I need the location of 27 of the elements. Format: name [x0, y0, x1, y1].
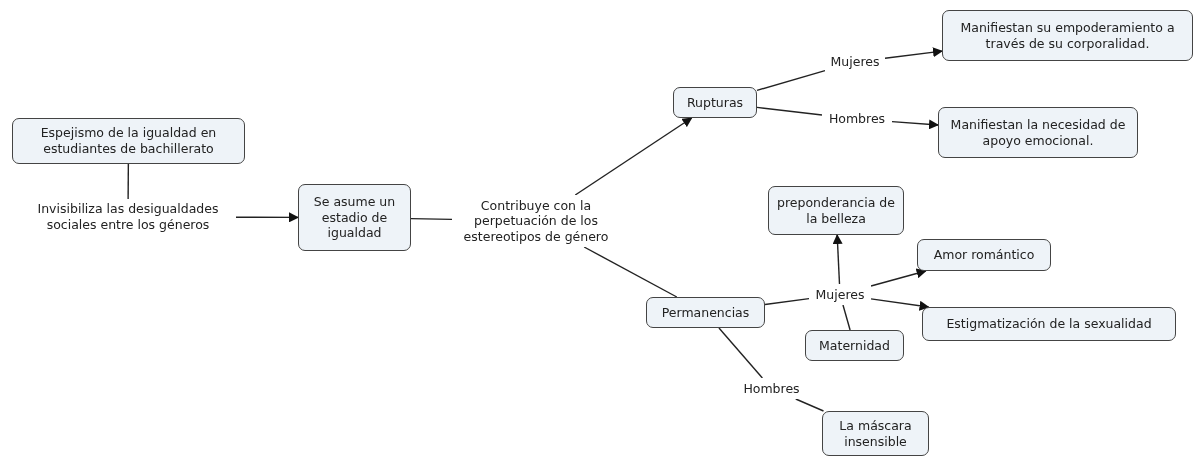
- arrow: [574, 117, 693, 196]
- concept-box: Rupturas: [673, 87, 757, 118]
- concept-box: La máscara insensible: [822, 411, 929, 456]
- concept-box: Amor romántico: [917, 239, 1051, 271]
- connector-line: [795, 398, 825, 412]
- connector-line: [764, 297, 810, 306]
- concept-box: Espejismo de la igualdad en estudiantes de bachillerato: [12, 118, 245, 164]
- arrow: [884, 47, 943, 59]
- concept-box: Se asume un estadio de igualdad: [298, 184, 411, 251]
- concept-box: Estigmatización de la sexualidad: [922, 307, 1176, 341]
- arrow: [870, 298, 930, 311]
- arrow: [870, 268, 927, 287]
- connector-line: [756, 70, 826, 92]
- connector-line: [583, 246, 678, 298]
- connector-line: [718, 327, 764, 379]
- concept-box: Maternidad: [805, 330, 904, 361]
- concept-box: Manifiestan su empoderamiento a través de su corporalidad.: [942, 10, 1193, 61]
- connector-line: [127, 163, 130, 200]
- connector-line: [842, 304, 851, 331]
- connector-line: [756, 106, 823, 116]
- concept-box: preponderancia de la belleza: [768, 186, 904, 235]
- concept-box: Permanencias: [646, 297, 765, 328]
- arrow: [891, 119, 939, 130]
- arrow: [235, 212, 299, 223]
- arrow: [832, 234, 843, 285]
- connector-line: [410, 217, 453, 221]
- concept-box: Manifiestan la necesidad de apoyo emocional.: [938, 107, 1138, 158]
